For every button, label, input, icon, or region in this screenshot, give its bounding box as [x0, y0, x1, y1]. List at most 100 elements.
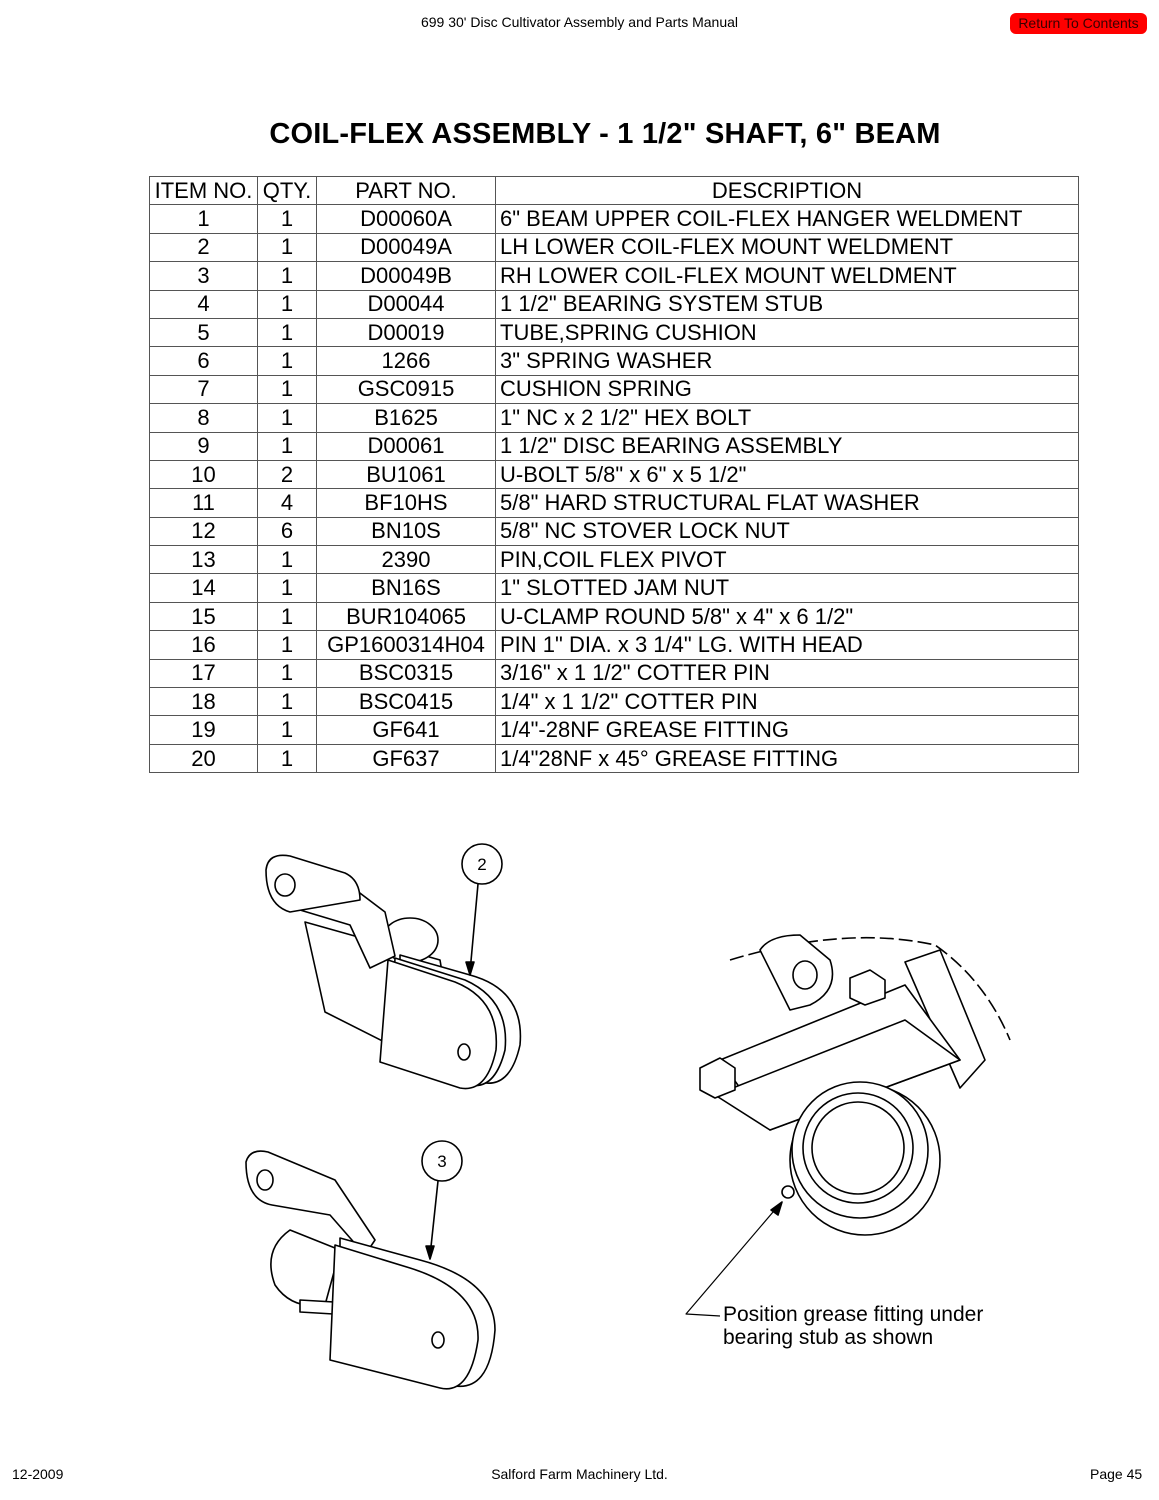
- table-header-row: ITEM NO. QTY. PART NO. DESCRIPTION: [149, 175, 1079, 206]
- cell-qty: 1: [257, 232, 317, 263]
- note-line-1: Position grease fitting under: [723, 1303, 984, 1326]
- callout-3-number: 3: [437, 1152, 446, 1171]
- cell-part-no: BSC0315: [316, 658, 496, 689]
- cell-description: 1 1/2" DISC BEARING ASSEMBLY: [495, 431, 1079, 461]
- cell-description: RH LOWER COIL-FLEX MOUNT WELDMENT: [495, 261, 1079, 291]
- cell-item-no: 13: [149, 545, 258, 575]
- cell-part-no: GSC0915: [316, 374, 496, 405]
- cell-qty: 1: [257, 431, 317, 461]
- cell-part-no: BU1061: [316, 459, 496, 490]
- grease-fitting-leader: [685, 1201, 783, 1317]
- cell-part-no: BUR104065: [316, 601, 496, 632]
- cell-qty: 1: [257, 545, 317, 575]
- cell-item-no: 9: [149, 431, 258, 461]
- cell-description: TUBE,SPRING CUSHION: [495, 317, 1079, 348]
- column-header-qty: QTY.: [257, 175, 317, 206]
- column-header-item-no: ITEM NO.: [149, 175, 258, 206]
- cell-qty: 1: [257, 658, 317, 689]
- callout-3: [421, 1140, 463, 1260]
- cell-description: 3/16" x 1 1/2" COTTER PIN: [495, 658, 1079, 689]
- grease-fitting-note: Position grease fitting under bearing st…: [723, 1303, 983, 1349]
- cell-description: 1" SLOTTED JAM NUT: [495, 573, 1079, 603]
- cell-qty: 4: [257, 488, 317, 518]
- callout-2-number: 2: [477, 855, 486, 874]
- cell-part-no: BN10S: [316, 516, 496, 547]
- cell-part-no: 2390: [316, 545, 496, 575]
- cell-description: 1/4"28NF x 45° GREASE FITTING: [495, 743, 1079, 774]
- cell-qty: 1: [257, 403, 317, 433]
- cell-description: PIN 1" DIA. x 3 1/4" LG. WITH HEAD: [495, 630, 1079, 660]
- cell-part-no: D00044: [316, 289, 496, 319]
- rh-lower-mount-drawing: [245, 1150, 496, 1390]
- cell-qty: 2: [257, 459, 317, 490]
- cell-description: LH LOWER COIL-FLEX MOUNT WELDMENT: [495, 232, 1079, 263]
- cell-qty: 6: [257, 516, 317, 547]
- cell-description: U-BOLT 5/8" x 6" x 5 1/2": [495, 459, 1079, 490]
- cell-item-no: 17: [149, 658, 258, 689]
- cell-part-no: GP1600314H04: [316, 630, 496, 660]
- cell-description: 5/8" HARD STRUCTURAL FLAT WASHER: [495, 488, 1079, 518]
- cell-part-no: B1625: [316, 403, 496, 433]
- cell-item-no: 4: [149, 289, 258, 319]
- cell-qty: 1: [257, 630, 317, 660]
- cell-qty: 1: [257, 261, 317, 291]
- cell-qty: 1: [257, 601, 317, 632]
- cell-part-no: BF10HS: [316, 488, 496, 518]
- cell-part-no: D00019: [316, 317, 496, 348]
- cell-item-no: 14: [149, 573, 258, 603]
- cell-item-no: 20: [149, 743, 258, 774]
- cell-part-no: BSC0415: [316, 687, 496, 717]
- assembly-drawing: 2 3: [245, 843, 1011, 1390]
- cell-item-no: 18: [149, 687, 258, 717]
- bearing-detail-drawing: [699, 934, 1011, 1236]
- cell-item-no: 6: [149, 346, 258, 376]
- footer-page-number: Page 45: [1090, 1466, 1143, 1482]
- cell-description: CUSHION SPRING: [495, 374, 1079, 405]
- cell-item-no: 8: [149, 403, 258, 433]
- cell-part-no: GF641: [316, 715, 496, 745]
- cell-description: 1/4"-28NF GREASE FITTING: [495, 715, 1079, 745]
- return-to-contents-button[interactable]: Return To Contents: [1010, 13, 1147, 34]
- manual-title: 699 30' Disc Cultivator Assembly and Par…: [420, 14, 739, 30]
- footer-date: 12-2009: [12, 1466, 64, 1482]
- cell-qty: 1: [257, 743, 317, 774]
- callout-2: [461, 843, 503, 976]
- cell-item-no: 10: [149, 459, 258, 490]
- cell-description: U-CLAMP ROUND 5/8" x 4" x 6 1/2": [495, 601, 1079, 632]
- cell-description: PIN,COIL FLEX PIVOT: [495, 545, 1079, 575]
- cell-qty: 1: [257, 573, 317, 603]
- cell-item-no: 2: [149, 232, 258, 263]
- cell-part-no: 1266: [316, 346, 496, 376]
- cell-qty: 1: [257, 374, 317, 405]
- cell-item-no: 12: [149, 516, 258, 547]
- cell-qty: 1: [257, 204, 317, 234]
- cell-item-no: 15: [149, 601, 258, 632]
- cell-item-no: 1: [149, 204, 258, 234]
- cell-part-no: D00061: [316, 431, 496, 461]
- page-title: COIL-FLEX ASSEMBLY - 1 1/2" SHAFT, 6" BE…: [269, 118, 941, 150]
- cell-item-no: 7: [149, 374, 258, 405]
- cell-part-no: D00049A: [316, 232, 496, 263]
- column-header-part-no: PART NO.: [316, 175, 496, 206]
- cell-item-no: 19: [149, 715, 258, 745]
- cell-description: 1" NC x 2 1/2" HEX BOLT: [495, 403, 1079, 433]
- column-header-description: DESCRIPTION: [495, 175, 1079, 206]
- cell-item-no: 16: [149, 630, 258, 660]
- note-line-2: bearing stub as shown: [723, 1326, 934, 1349]
- cell-description: 3" SPRING WASHER: [495, 346, 1079, 376]
